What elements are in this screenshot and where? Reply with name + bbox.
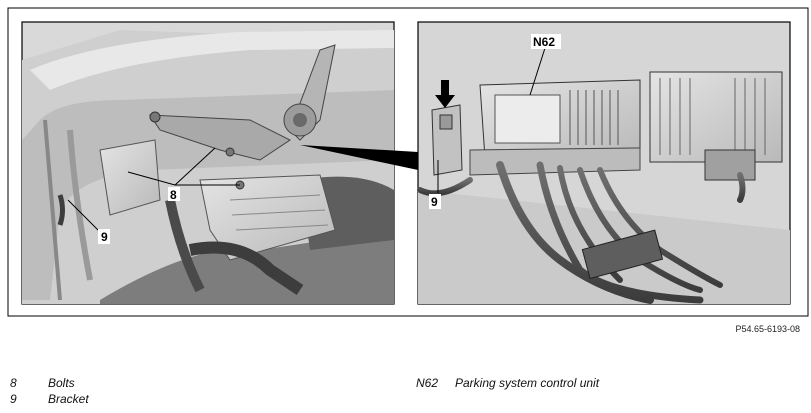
adjacent-module <box>649 71 783 181</box>
zoom-indicator <box>300 145 418 170</box>
image-code: P54.65-6193-08 <box>735 324 800 334</box>
left-detail-panel: 8 9 <box>7 7 809 317</box>
legend-key-control-unit: N62 <box>416 376 439 390</box>
removal-arrow-icon <box>435 80 455 108</box>
legend-key-bolts: 8 <box>10 376 17 390</box>
right-detail-panel: N62 9 <box>417 21 791 305</box>
callout-bracket-left: 9 <box>101 230 108 244</box>
legend-label-bolts: Bolts <box>48 376 75 390</box>
service-illustration: 8 9 <box>7 7 809 317</box>
callout-control-unit: N62 <box>533 35 555 49</box>
parking-control-unit <box>469 79 641 176</box>
callout-bolts: 8 <box>170 188 177 202</box>
callout-bracket-right: 9 <box>431 195 438 209</box>
legend-label-bracket: Bracket <box>48 392 89 406</box>
legend-key-bracket: 9 <box>10 392 17 406</box>
legend-label-control-unit: Parking system control unit <box>455 376 600 390</box>
